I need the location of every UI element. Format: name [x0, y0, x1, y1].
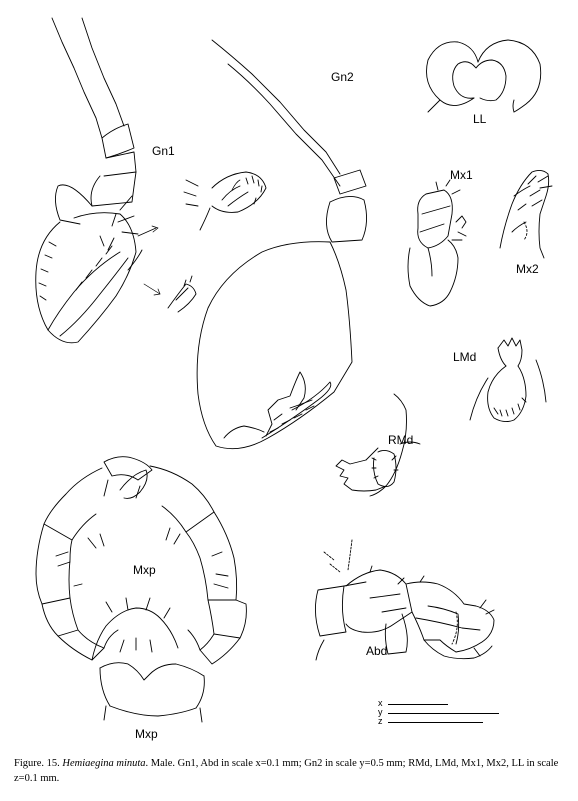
caption-text: . Male. Gn1, Abd in scale x=0.1 mm; Gn2 …	[14, 758, 559, 784]
label-mxp-bottom: Mxp	[135, 727, 158, 741]
scale-bar-z	[388, 722, 483, 723]
label-mx2: Mx2	[516, 262, 539, 276]
gn1-detail-b	[143, 275, 197, 313]
label-ll: LL	[473, 112, 487, 126]
scale-bar-x	[388, 704, 448, 705]
mx1-drawing	[407, 179, 467, 307]
label-abd: Abd	[366, 644, 388, 658]
figure-caption: Figure. 15. Hemiaegina minuta. Male. Gn1…	[14, 756, 566, 786]
label-mxp-center: Mxp	[133, 563, 156, 577]
mx2-drawing	[499, 169, 553, 259]
label-lmd: LMd	[453, 350, 477, 364]
caption-species: Hemiaegina minuta	[62, 758, 146, 769]
label-gn2: Gn2	[331, 70, 354, 84]
scale-bar-y	[388, 713, 499, 714]
label-mx1: Mx1	[450, 168, 473, 182]
scale-label-x: x	[378, 698, 383, 708]
gn2-drawing	[196, 39, 367, 450]
mxp-drawing	[35, 456, 247, 723]
label-gn1: Gn1	[152, 144, 175, 158]
rmd-drawing	[335, 393, 421, 497]
ll-drawing	[426, 39, 542, 113]
scale-label-z: z	[378, 716, 383, 726]
caption-prefix: Figure. 15.	[14, 758, 60, 769]
gn1-drawing	[35, 17, 143, 344]
scale-label-y: y	[378, 707, 383, 717]
label-rmd: RMd	[388, 433, 414, 447]
abd-drawing	[315, 539, 495, 661]
lmd-drawing	[469, 337, 547, 423]
gn1-detail-a	[137, 171, 267, 237]
